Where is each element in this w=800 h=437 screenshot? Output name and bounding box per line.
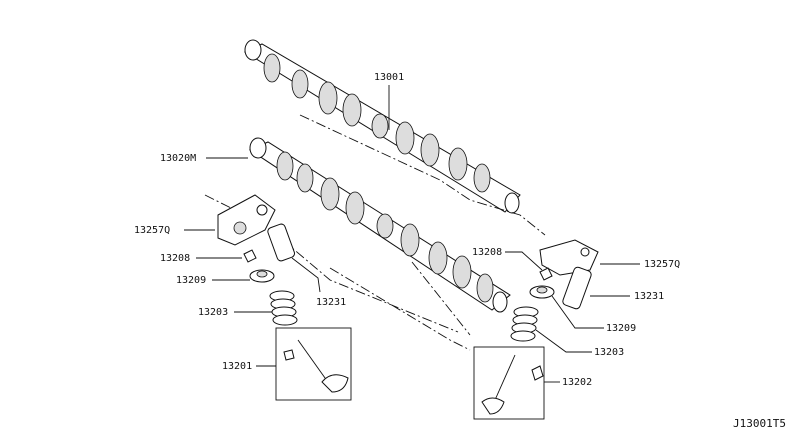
valve-spring-left[interactable] [269,290,298,326]
leader-13203-right [535,329,592,353]
label-rocker-right: 13257Q [644,259,680,270]
label-collet-right: 13208 [472,247,502,258]
label-valve-right: 13202 [562,377,592,388]
centerline-upper [299,114,546,236]
valve-box-left [275,327,352,401]
label-lash-adjuster-left: 13231 [316,297,346,308]
rocker-arm-left[interactable] [217,194,276,246]
valve-collet-right[interactable] [539,267,553,281]
leader-13208-right [505,251,543,271]
label-lash-adjuster-right: 13231 [634,291,664,302]
lash-adjuster-left[interactable] [267,223,296,262]
centerline-lower-mid [329,267,471,351]
leader-13209-right [551,295,604,329]
spring-retainer-left[interactable] [249,269,275,283]
intake-valve-left[interactable] [283,339,349,393]
leader-13231-left [291,257,321,293]
exhaust-valve-right[interactable] [481,354,544,415]
label-camshaft-upper: 13001 [374,72,404,83]
label-spring-left: 13203 [198,307,228,318]
label-spring-right: 13203 [594,347,624,358]
label-valve-left: 13201 [222,361,252,372]
lash-adjuster-right[interactable] [562,266,593,310]
camshaft-upper[interactable] [243,39,521,214]
valve-collet-left[interactable] [243,249,257,263]
diagram-reference-code: J13001T5 [733,417,786,430]
valve-box-right [473,346,545,420]
centerline-lower-right [411,261,471,336]
label-retainer-left: 13209 [176,275,206,286]
rocker-arm-right[interactable] [539,239,599,276]
camshaft-lower[interactable] [248,137,511,313]
valve-spring-right[interactable] [510,306,539,342]
label-collet-left: 13208 [160,253,190,264]
label-rocker-left: 13257Q [134,225,170,236]
label-camshaft-lower: 13020M [160,153,196,164]
label-retainer-right: 13209 [606,323,636,334]
spring-retainer-right[interactable] [529,285,555,299]
